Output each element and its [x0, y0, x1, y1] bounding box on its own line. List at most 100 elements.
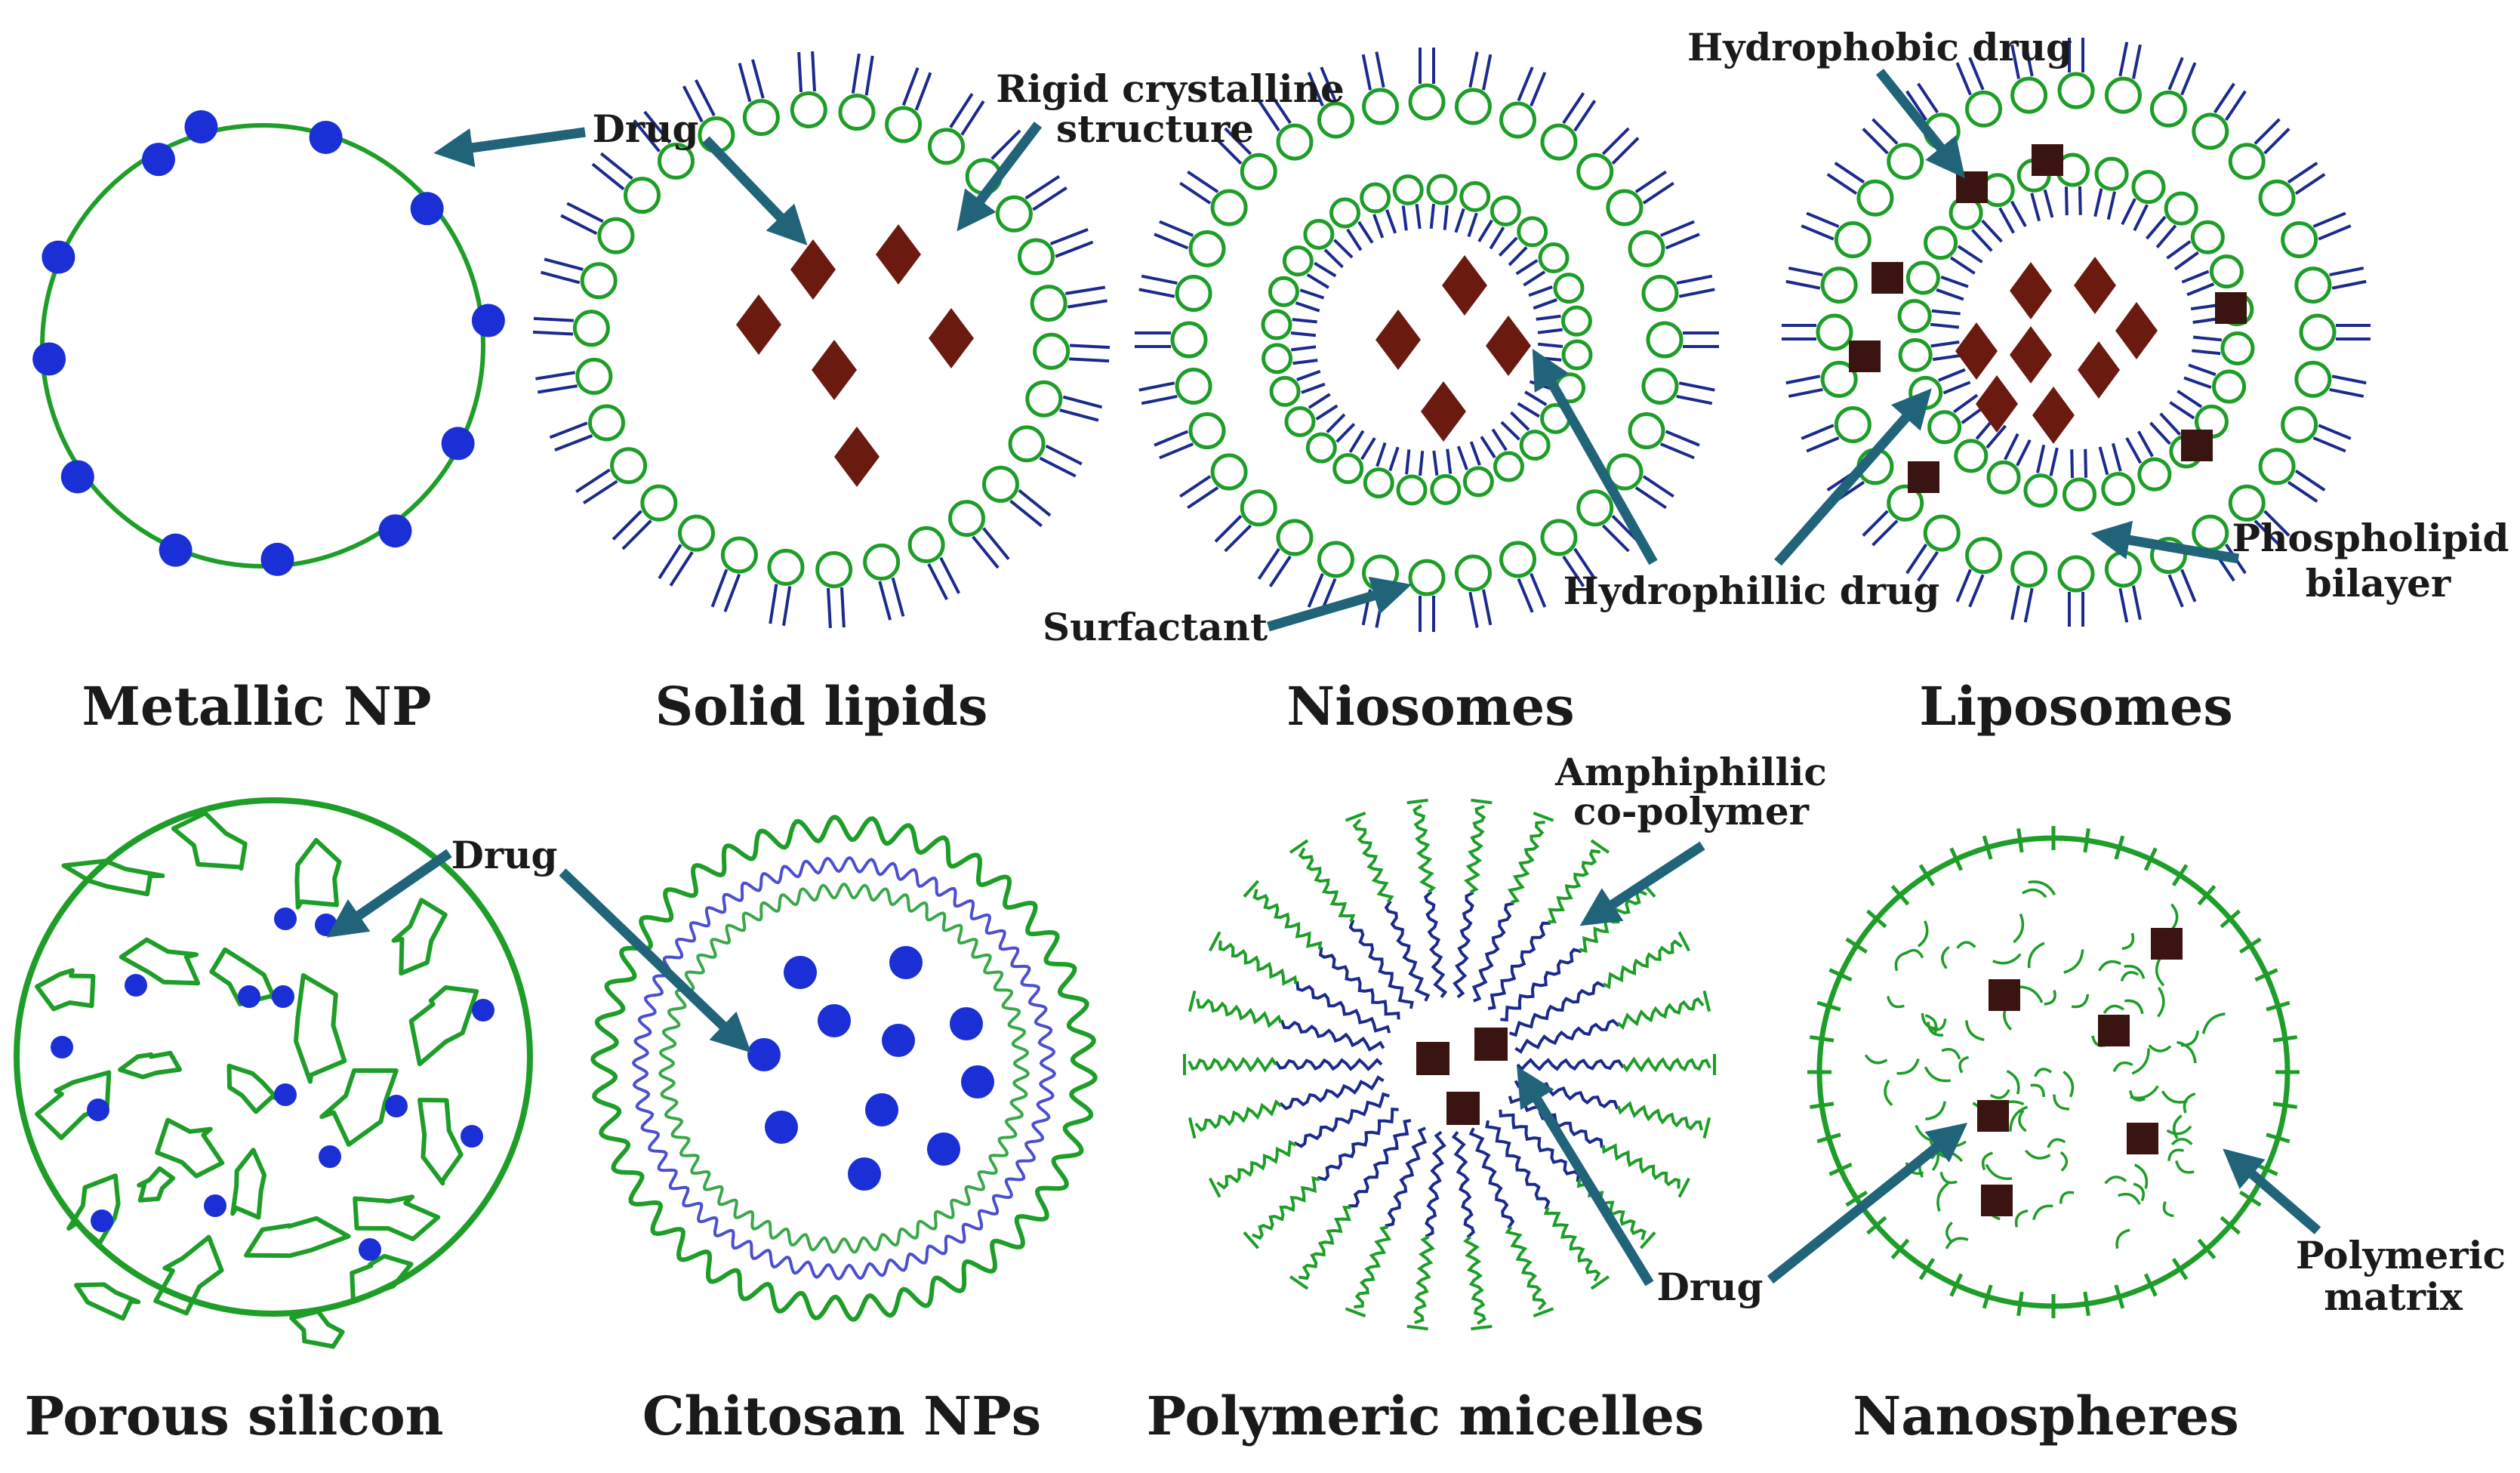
- lipid-tail: [1049, 228, 1089, 245]
- lipid-tail: [1998, 207, 2015, 234]
- lipid-head: [2228, 484, 2266, 522]
- lipid-tail: [2118, 587, 2129, 623]
- drug-dot: [125, 974, 147, 997]
- polymer-strand: [1927, 1022, 1944, 1037]
- lipid-tail: [1415, 204, 1422, 230]
- drug-crystal: [2078, 341, 2120, 399]
- lipid-tail: [535, 371, 576, 381]
- lipid-tail: [554, 434, 593, 451]
- polymer-strand: [2130, 1085, 2159, 1100]
- porous-outline: [14, 797, 533, 1317]
- lipid-tail: [2118, 42, 2129, 77]
- hydrophilic-block: [1622, 1056, 1711, 1073]
- lipid-tail: [2043, 189, 2054, 218]
- chain-end: [1471, 1324, 1493, 1331]
- lipid-tail: [1187, 170, 1219, 193]
- chain-end: [1188, 990, 1197, 1012]
- lipid-head: [2164, 191, 2198, 226]
- lipid-tail: [939, 556, 961, 594]
- hydrophobic-block: [1317, 1107, 1399, 1182]
- lipid-tail: [2318, 424, 2352, 440]
- pore: [66, 1173, 121, 1246]
- lipid-head: [1268, 276, 1299, 307]
- drug-square: [1908, 461, 1939, 493]
- lipid-tail: [723, 573, 741, 612]
- drug-square: [2032, 144, 2063, 176]
- lipid-tail: [1665, 430, 1700, 447]
- arrow-hydrophobic: [1875, 68, 1965, 179]
- arrow-hydrophillic-liposome: [1774, 388, 1932, 566]
- lipid-tail: [1467, 212, 1478, 238]
- lipid-tail: [1067, 299, 1108, 309]
- nanosphere-drugs: [1977, 928, 2183, 1216]
- polymer-strand: [2009, 1105, 2029, 1132]
- hydrophobic-block: [1499, 1109, 1581, 1182]
- lipid-head: [885, 106, 923, 143]
- hydrophobic-block: [1274, 1058, 1383, 1071]
- polymer-strand: [2027, 941, 2045, 969]
- pore: [417, 1097, 464, 1186]
- lipid-head: [2294, 360, 2332, 398]
- pore: [119, 937, 201, 986]
- drug-dot: [309, 120, 343, 154]
- polymer-strand: [1958, 1055, 1970, 1074]
- hydrophobic-block: [1516, 1058, 1625, 1071]
- lipid-tail: [1500, 421, 1520, 441]
- drug-square: [1977, 1100, 2009, 1132]
- surface-tick: [1845, 937, 1868, 954]
- metallic-core: [40, 123, 485, 569]
- lipid-tail: [2331, 279, 2367, 290]
- lipid-head: [575, 357, 613, 395]
- nanosphere-outline: [1816, 835, 2290, 1309]
- lipid-head: [2149, 90, 2187, 128]
- polymer-strand: [2034, 1068, 2053, 1077]
- porous-silicon-diagram: [14, 797, 533, 1349]
- lipid-tail: [1224, 524, 1252, 553]
- surface-tick: [2220, 909, 2241, 929]
- lipid-tail: [1634, 486, 1667, 510]
- lipid-tail: [2137, 430, 2154, 458]
- lipid-head: [2101, 472, 2136, 507]
- polymer-strand: [1921, 1012, 1939, 1031]
- polymer-strand: [1981, 1151, 1993, 1171]
- surface-tick: [1865, 1216, 1887, 1235]
- lipid-head: [1816, 313, 1853, 351]
- drug-crystal: [2010, 326, 2052, 384]
- surface-tick: [1949, 847, 1964, 871]
- lipid-head: [1965, 537, 2003, 575]
- lipid-tail: [1477, 219, 1493, 242]
- lipid-tail: [1187, 486, 1219, 510]
- lipid-tail: [1788, 387, 1823, 398]
- lipid-tail: [2111, 442, 2122, 472]
- polymer-strand: [2059, 1191, 2075, 1204]
- lipid-tail: [2145, 215, 2167, 240]
- hydrophilic-block: [1616, 997, 1705, 1031]
- arrow-surfactant: [1267, 576, 1412, 632]
- chain-end: [1471, 798, 1493, 805]
- polymer-strand: [2120, 971, 2140, 982]
- lipid-tail: [1456, 445, 1468, 470]
- polymer-strand: [1887, 996, 1905, 1009]
- surface-tick: [1828, 1162, 1853, 1176]
- lipid-head: [1517, 216, 1548, 248]
- polymer-strand: [2172, 1114, 2183, 1139]
- lipid-head: [1430, 473, 1462, 505]
- hydrophilic-block: [1354, 1225, 1392, 1308]
- lipid-tail: [560, 214, 598, 236]
- lipid-head: [597, 217, 635, 254]
- hydrophilic-block: [1196, 998, 1283, 1028]
- lipid-head: [1606, 453, 1644, 491]
- lipid-head: [1408, 559, 1446, 596]
- chain-end: [1702, 1117, 1711, 1139]
- surface-tick: [2016, 1291, 2024, 1317]
- lipid-head: [1188, 412, 1226, 450]
- lipid-head: [815, 551, 853, 589]
- chain-end: [1533, 811, 1554, 822]
- hydrophilic-block: [1548, 849, 1601, 923]
- lipid-head: [2220, 331, 2255, 365]
- polymer-strand: [2022, 888, 2047, 898]
- lipid-tail: [1443, 205, 1449, 230]
- polymer-strand: [2129, 1090, 2146, 1102]
- surface-tick: [2266, 1000, 2290, 1012]
- lipid-tail: [612, 510, 642, 541]
